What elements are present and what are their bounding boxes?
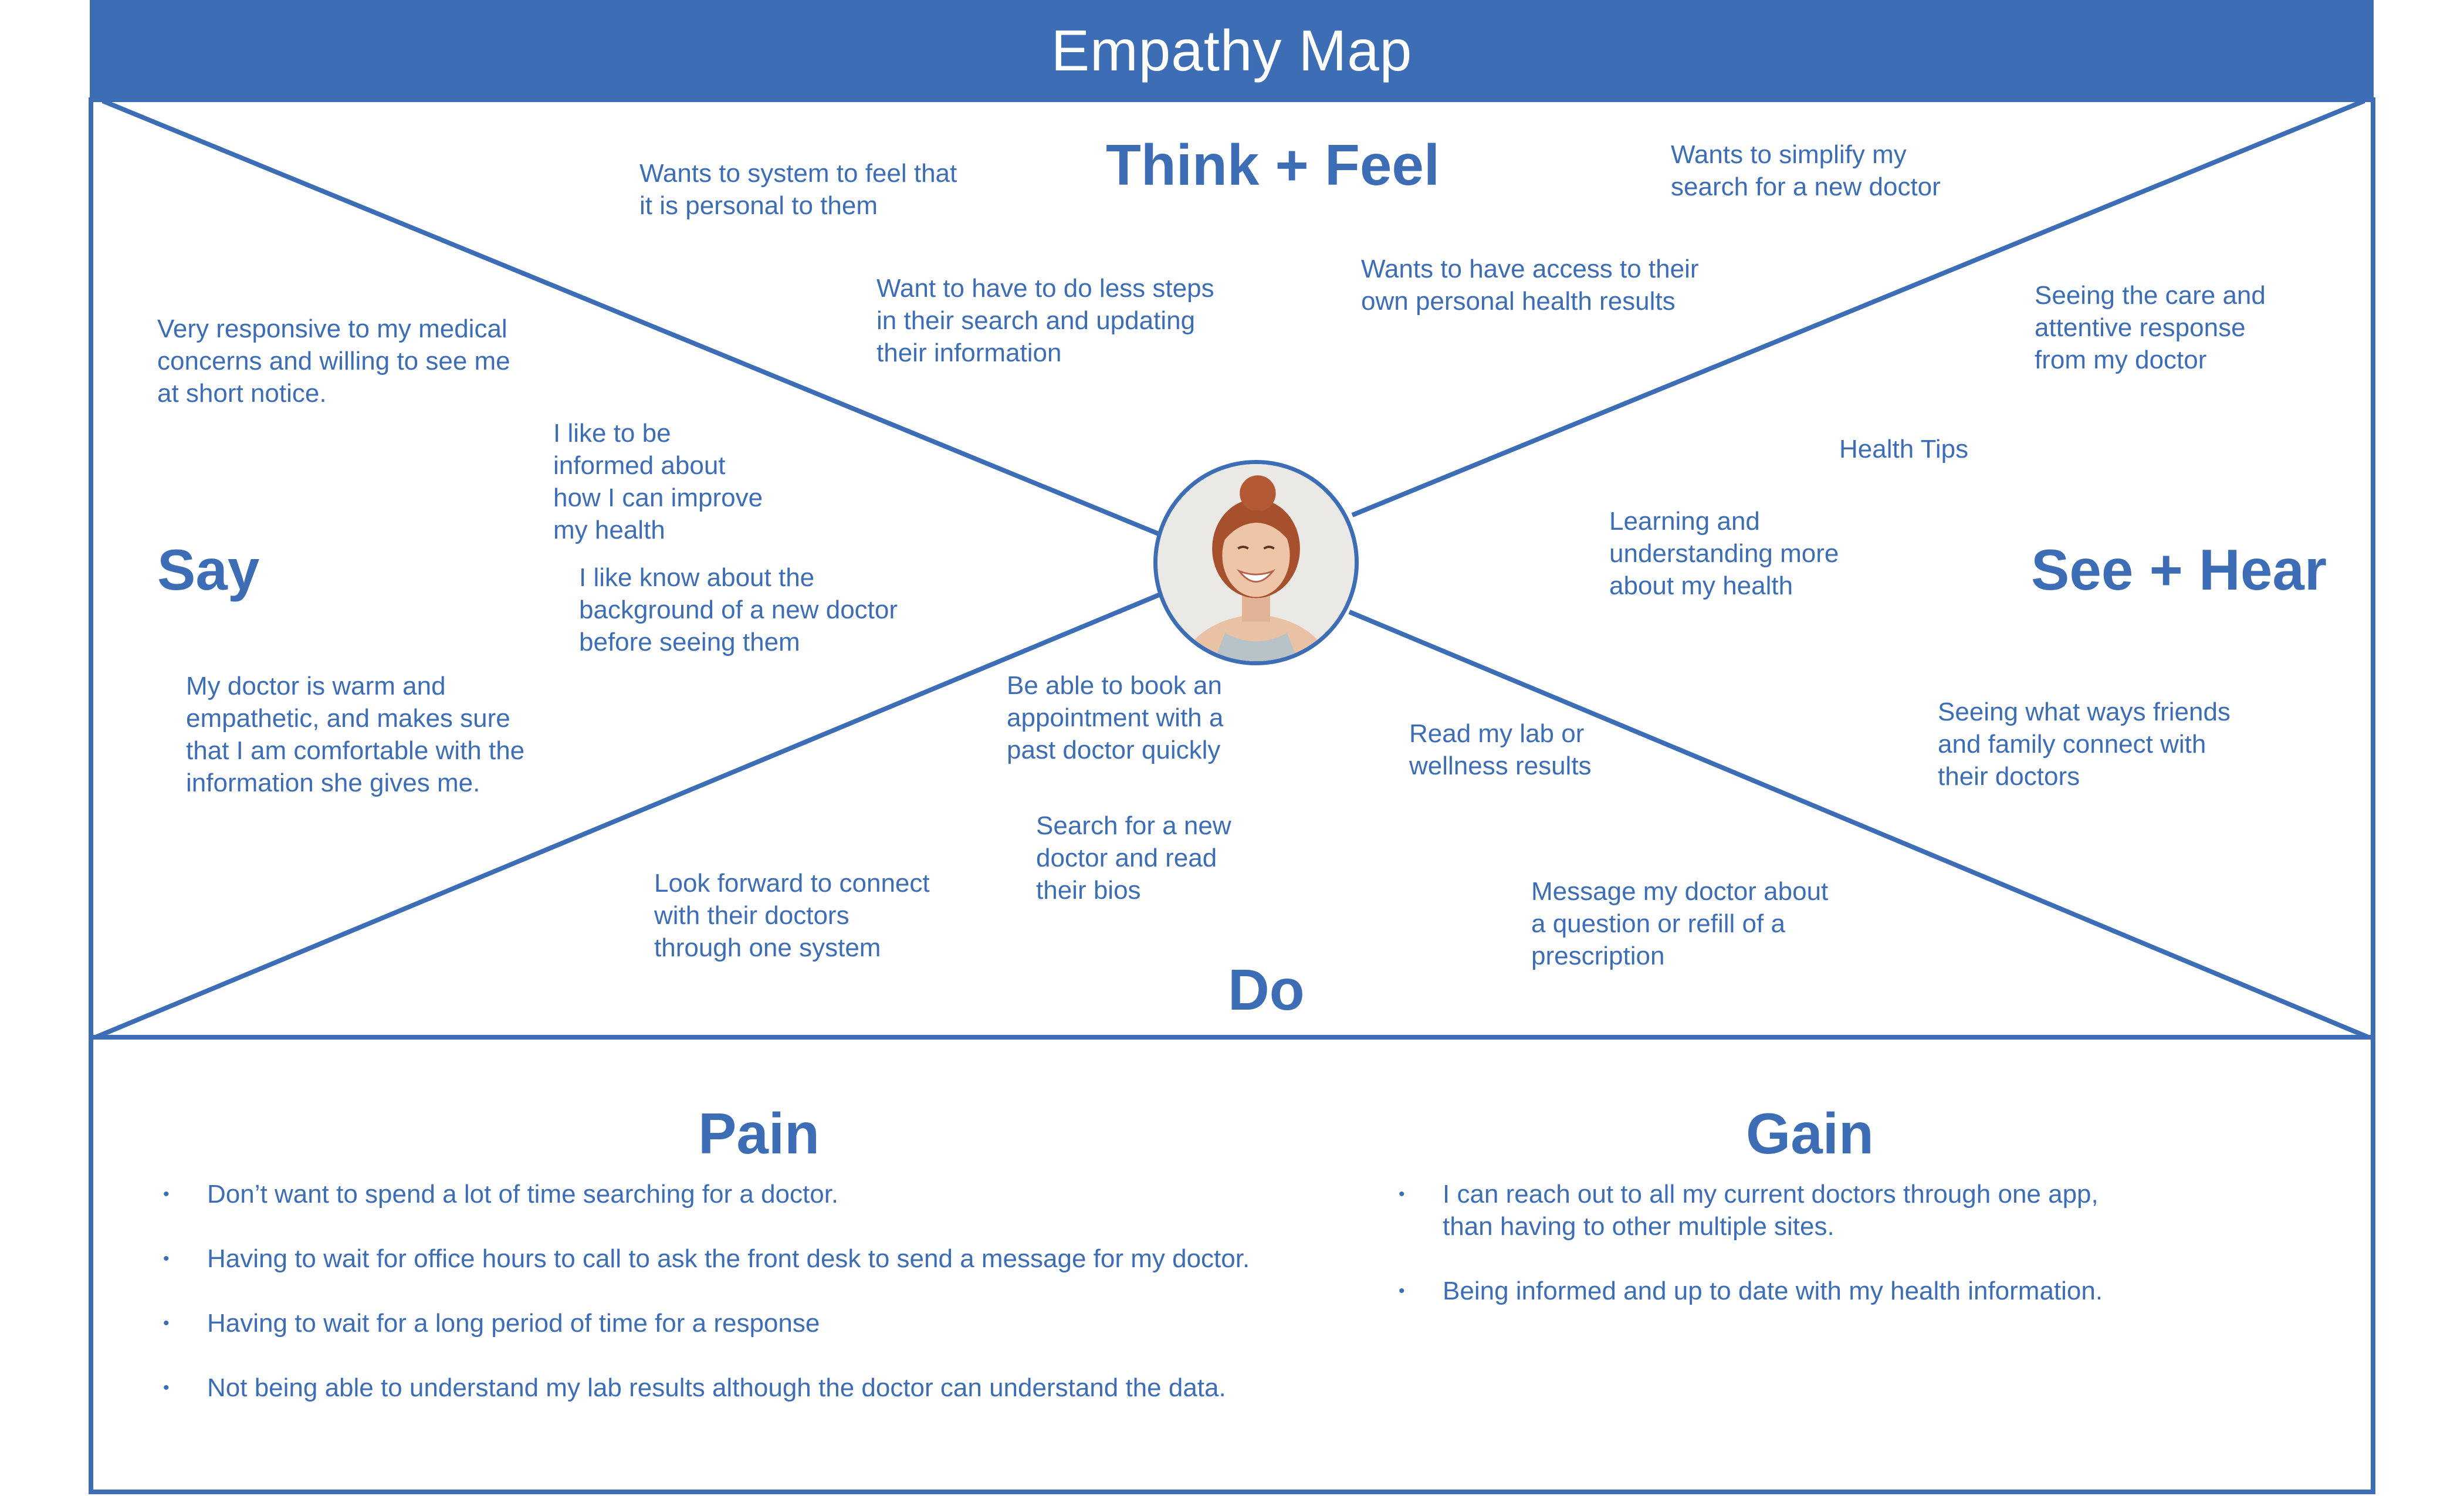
do-note: Look forward to connect with their docto… bbox=[654, 869, 930, 962]
diagonal-top-left bbox=[101, 99, 1160, 536]
say-note: I like to be informed about how I can im… bbox=[553, 419, 763, 544]
say-note: Very responsive to my medical concerns a… bbox=[157, 314, 510, 408]
gain-list: •I can reach out to all my current docto… bbox=[1399, 1178, 2279, 1307]
think-feel-heading: Think + Feel bbox=[1106, 133, 1440, 197]
think-feel-note: Wants to have access to their own person… bbox=[1361, 255, 1699, 316]
see-hear-note: Seeing the care and attentive response f… bbox=[2035, 281, 2266, 374]
say-note: My doctor is warm and empathetic, and ma… bbox=[186, 672, 525, 797]
diagonal-top-right bbox=[1351, 99, 2365, 517]
page-title: Empathy Map bbox=[1051, 18, 1413, 83]
persona-photo bbox=[1157, 464, 1355, 661]
say-note: I like know about the background of a ne… bbox=[579, 563, 898, 656]
see-hear-note: Health Tips bbox=[1839, 435, 1969, 463]
do-note: Search for a new doctor and read their b… bbox=[1036, 811, 1231, 905]
gain-list-item: • Being informed and up to date with my … bbox=[1399, 1277, 2103, 1305]
diagonal-bottom-left bbox=[94, 592, 1162, 1040]
pain-list-item: •Don’t want to spend a lot of time searc… bbox=[163, 1180, 839, 1209]
pain-list-item: •Having to wait for a long period of tim… bbox=[163, 1309, 820, 1338]
see-hear-note: Learning and understanding more about my… bbox=[1609, 507, 1839, 600]
do-heading: Do bbox=[1228, 957, 1305, 1022]
do-note: Be able to book an appointment with a pa… bbox=[1007, 671, 1224, 764]
say-heading: Say bbox=[157, 537, 260, 602]
persona-avatar bbox=[1153, 460, 1359, 665]
see-hear-heading: See + Hear bbox=[2031, 537, 2327, 602]
think-feel-note: Wants to system to feel that it is perso… bbox=[639, 159, 957, 220]
do-note: Read my lab or wellness results bbox=[1409, 719, 1592, 780]
pain-gain-box bbox=[89, 1035, 2375, 1494]
pain-list-item: •Not being able to understand my lab res… bbox=[163, 1373, 1226, 1402]
gain-list-item: •I can reach out to all my current docto… bbox=[1399, 1180, 2099, 1241]
pain-list-item: •Having to wait for office hours to call… bbox=[163, 1244, 1250, 1273]
think-feel-note: Wants to simplify my search for a new do… bbox=[1671, 140, 1941, 201]
pain-list: •Don’t want to spend a lot of time searc… bbox=[163, 1178, 1366, 1404]
do-note: Message my doctor about a question or re… bbox=[1531, 877, 1829, 970]
gain-heading: Gain bbox=[1746, 1101, 1874, 1166]
think-feel-note: Want to have to do less steps in their s… bbox=[876, 274, 1214, 367]
diagonal-bottom-right bbox=[1348, 610, 2370, 1040]
pain-heading: Pain bbox=[698, 1101, 820, 1166]
title-bar: Empathy Map bbox=[90, 0, 2374, 101]
see-hear-note: Seeing what ways friends and family conn… bbox=[1938, 698, 2231, 791]
